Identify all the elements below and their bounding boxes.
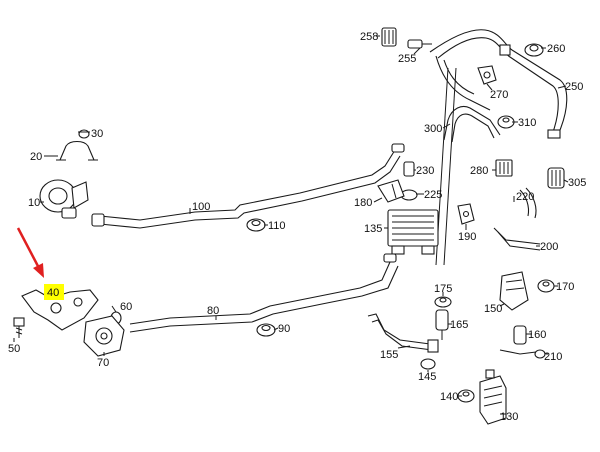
- label-210[interactable]: 210: [544, 351, 562, 363]
- pipe-100-drawing: [91, 143, 405, 229]
- label-175[interactable]: 175: [434, 283, 452, 295]
- label-190[interactable]: 190: [458, 231, 476, 243]
- label-90[interactable]: 90: [278, 323, 290, 335]
- label-180[interactable]: 180: [354, 197, 372, 209]
- part-270-drawing: [477, 65, 497, 85]
- part-10-drawing: [39, 179, 89, 219]
- label-130[interactable]: 130: [500, 411, 518, 423]
- label-140[interactable]: 140: [440, 391, 458, 403]
- label-150[interactable]: 150: [484, 303, 502, 315]
- pipe-80-drawing: [129, 253, 399, 333]
- part-280-drawing: [495, 159, 513, 177]
- label-160[interactable]: 160: [528, 329, 546, 341]
- label-70[interactable]: 70: [97, 357, 109, 369]
- label-80[interactable]: 80: [207, 305, 219, 317]
- part-70-drawing: [83, 315, 125, 357]
- label-270[interactable]: 270: [490, 89, 508, 101]
- part-160-drawing: [513, 325, 527, 345]
- part-50-drawing: [13, 317, 25, 338]
- part-90-drawing: [256, 323, 276, 337]
- label-310[interactable]: 310: [518, 117, 536, 129]
- label-110[interactable]: 110: [268, 220, 286, 232]
- part-305-drawing: [547, 167, 565, 189]
- label-200[interactable]: 200: [540, 241, 558, 253]
- label-250[interactable]: 250: [565, 81, 583, 93]
- part-20-drawing: [56, 140, 98, 161]
- label-50[interactable]: 50: [8, 343, 20, 355]
- part-300-drawing: [443, 105, 501, 143]
- part-170-drawing: [537, 279, 555, 293]
- part-110-drawing: [246, 218, 266, 232]
- part-135-drawing: [387, 209, 439, 255]
- part-labels: 258 255 260 270 250 300 310 230 280 305 …: [8, 31, 586, 423]
- label-145[interactable]: 145: [418, 371, 436, 383]
- part-30-drawing: [78, 129, 90, 139]
- hose-250-drawing: [429, 29, 568, 139]
- reference-lines: [435, 67, 457, 266]
- pointer-arrow: [16, 227, 44, 278]
- part-175-drawing: [434, 296, 452, 308]
- label-135[interactable]: 135: [364, 223, 382, 235]
- label-225[interactable]: 225: [424, 189, 442, 201]
- label-30[interactable]: 30: [91, 128, 103, 140]
- part-220-drawing: [519, 187, 537, 219]
- part-155-drawing: [367, 313, 439, 353]
- part-230-drawing: [403, 161, 415, 177]
- leader-lines: [13, 35, 569, 415]
- part-145-drawing: [420, 358, 436, 370]
- label-305[interactable]: 305: [568, 177, 586, 189]
- label-10[interactable]: 10: [28, 197, 40, 209]
- label-20[interactable]: 20: [30, 151, 42, 163]
- part-210-drawing: [499, 349, 546, 359]
- part-180-drawing: [377, 179, 405, 203]
- label-300[interactable]: 300: [424, 123, 442, 135]
- label-260[interactable]: 260: [547, 43, 565, 55]
- label-280[interactable]: 280: [470, 165, 488, 177]
- label-230[interactable]: 230: [416, 165, 434, 177]
- label-258[interactable]: 258: [360, 31, 378, 43]
- label-170[interactable]: 170: [556, 281, 574, 293]
- part-200-drawing: [493, 227, 541, 251]
- part-258-drawing: [381, 27, 397, 47]
- part-130-drawing: [479, 369, 507, 425]
- label-40[interactable]: 40: [47, 287, 59, 299]
- label-60[interactable]: 60: [120, 301, 132, 313]
- label-255[interactable]: 255: [398, 53, 416, 65]
- label-100[interactable]: 100: [192, 201, 210, 213]
- part-310-drawing: [497, 115, 515, 129]
- part-255-drawing: [407, 39, 432, 49]
- part-260-drawing: [524, 43, 544, 57]
- label-155[interactable]: 155: [380, 349, 398, 361]
- part-190-drawing: [457, 203, 475, 225]
- part-150-drawing: [499, 271, 529, 311]
- part-165-drawing: [435, 309, 449, 340]
- part-40-highlight: [44, 284, 64, 300]
- label-165[interactable]: 165: [450, 319, 468, 331]
- label-220[interactable]: 220: [516, 191, 534, 203]
